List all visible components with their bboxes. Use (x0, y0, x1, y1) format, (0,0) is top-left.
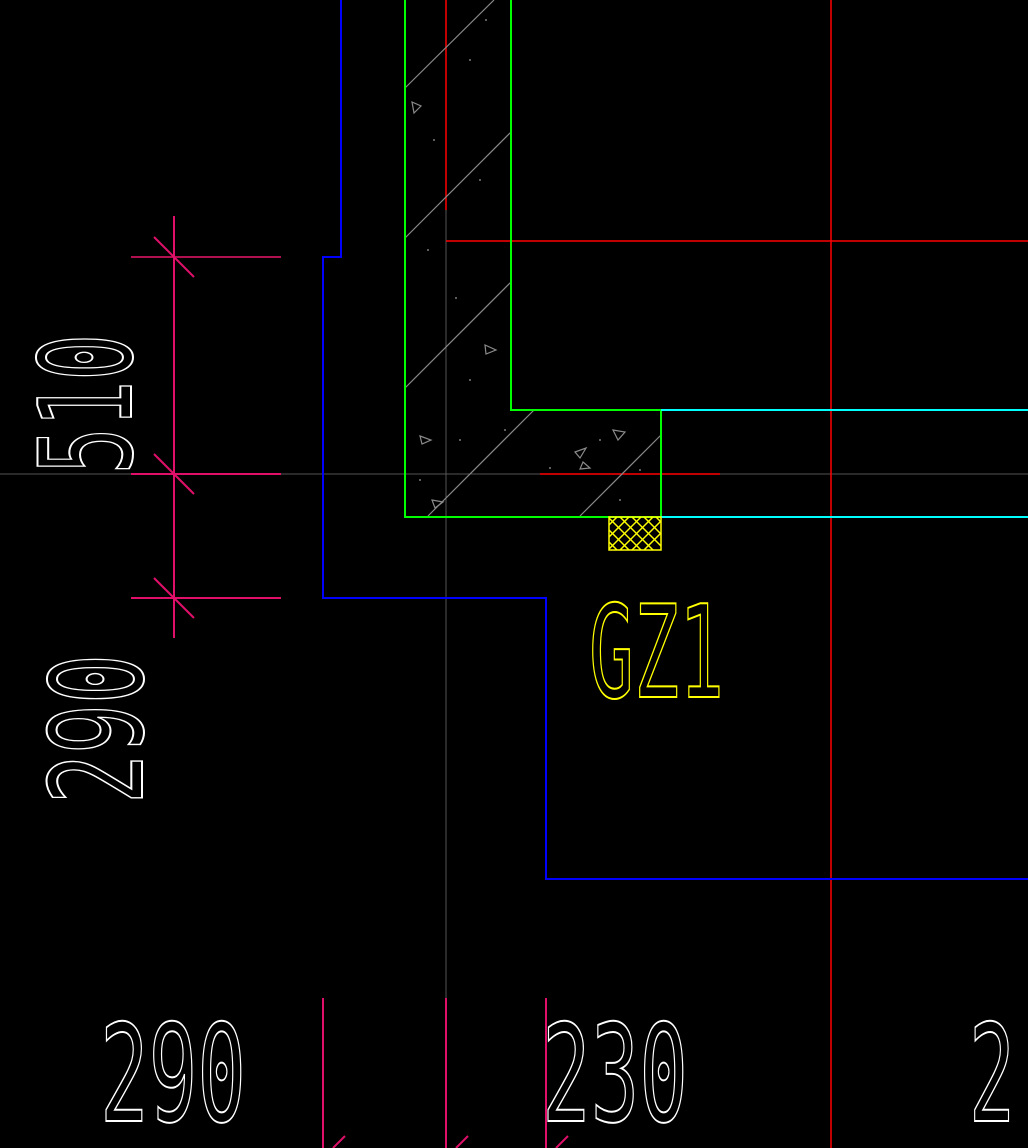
concrete-hatch (404, 0, 662, 517)
tick-1 (332, 1135, 346, 1148)
tick-3 (555, 1135, 569, 1148)
dimension-text-290-vertical[interactable]: 290 (23, 653, 174, 805)
beam-lines (661, 409, 1028, 518)
column-label[interactable]: GZ1 (588, 578, 725, 729)
column-gz1[interactable] (608, 516, 662, 551)
tick-bottom (153, 577, 195, 619)
tick-2 (455, 1135, 469, 1148)
axis-lines (445, 0, 1028, 1148)
tick-middle (153, 453, 195, 495)
dimension-text-partial[interactable]: 2 (968, 995, 1016, 1148)
tick-top (153, 236, 195, 278)
slab-outline (404, 0, 662, 518)
horizontal-dimension (322, 998, 569, 1148)
wall-outline (322, 0, 1028, 880)
vertical-dimension (131, 216, 281, 638)
concrete-speckle (419, 19, 641, 501)
dimension-text-290-horizontal[interactable]: 290 (99, 995, 247, 1148)
dimension-text-510[interactable]: 510 (12, 333, 163, 475)
dimension-text-230[interactable]: 230 (541, 995, 689, 1148)
